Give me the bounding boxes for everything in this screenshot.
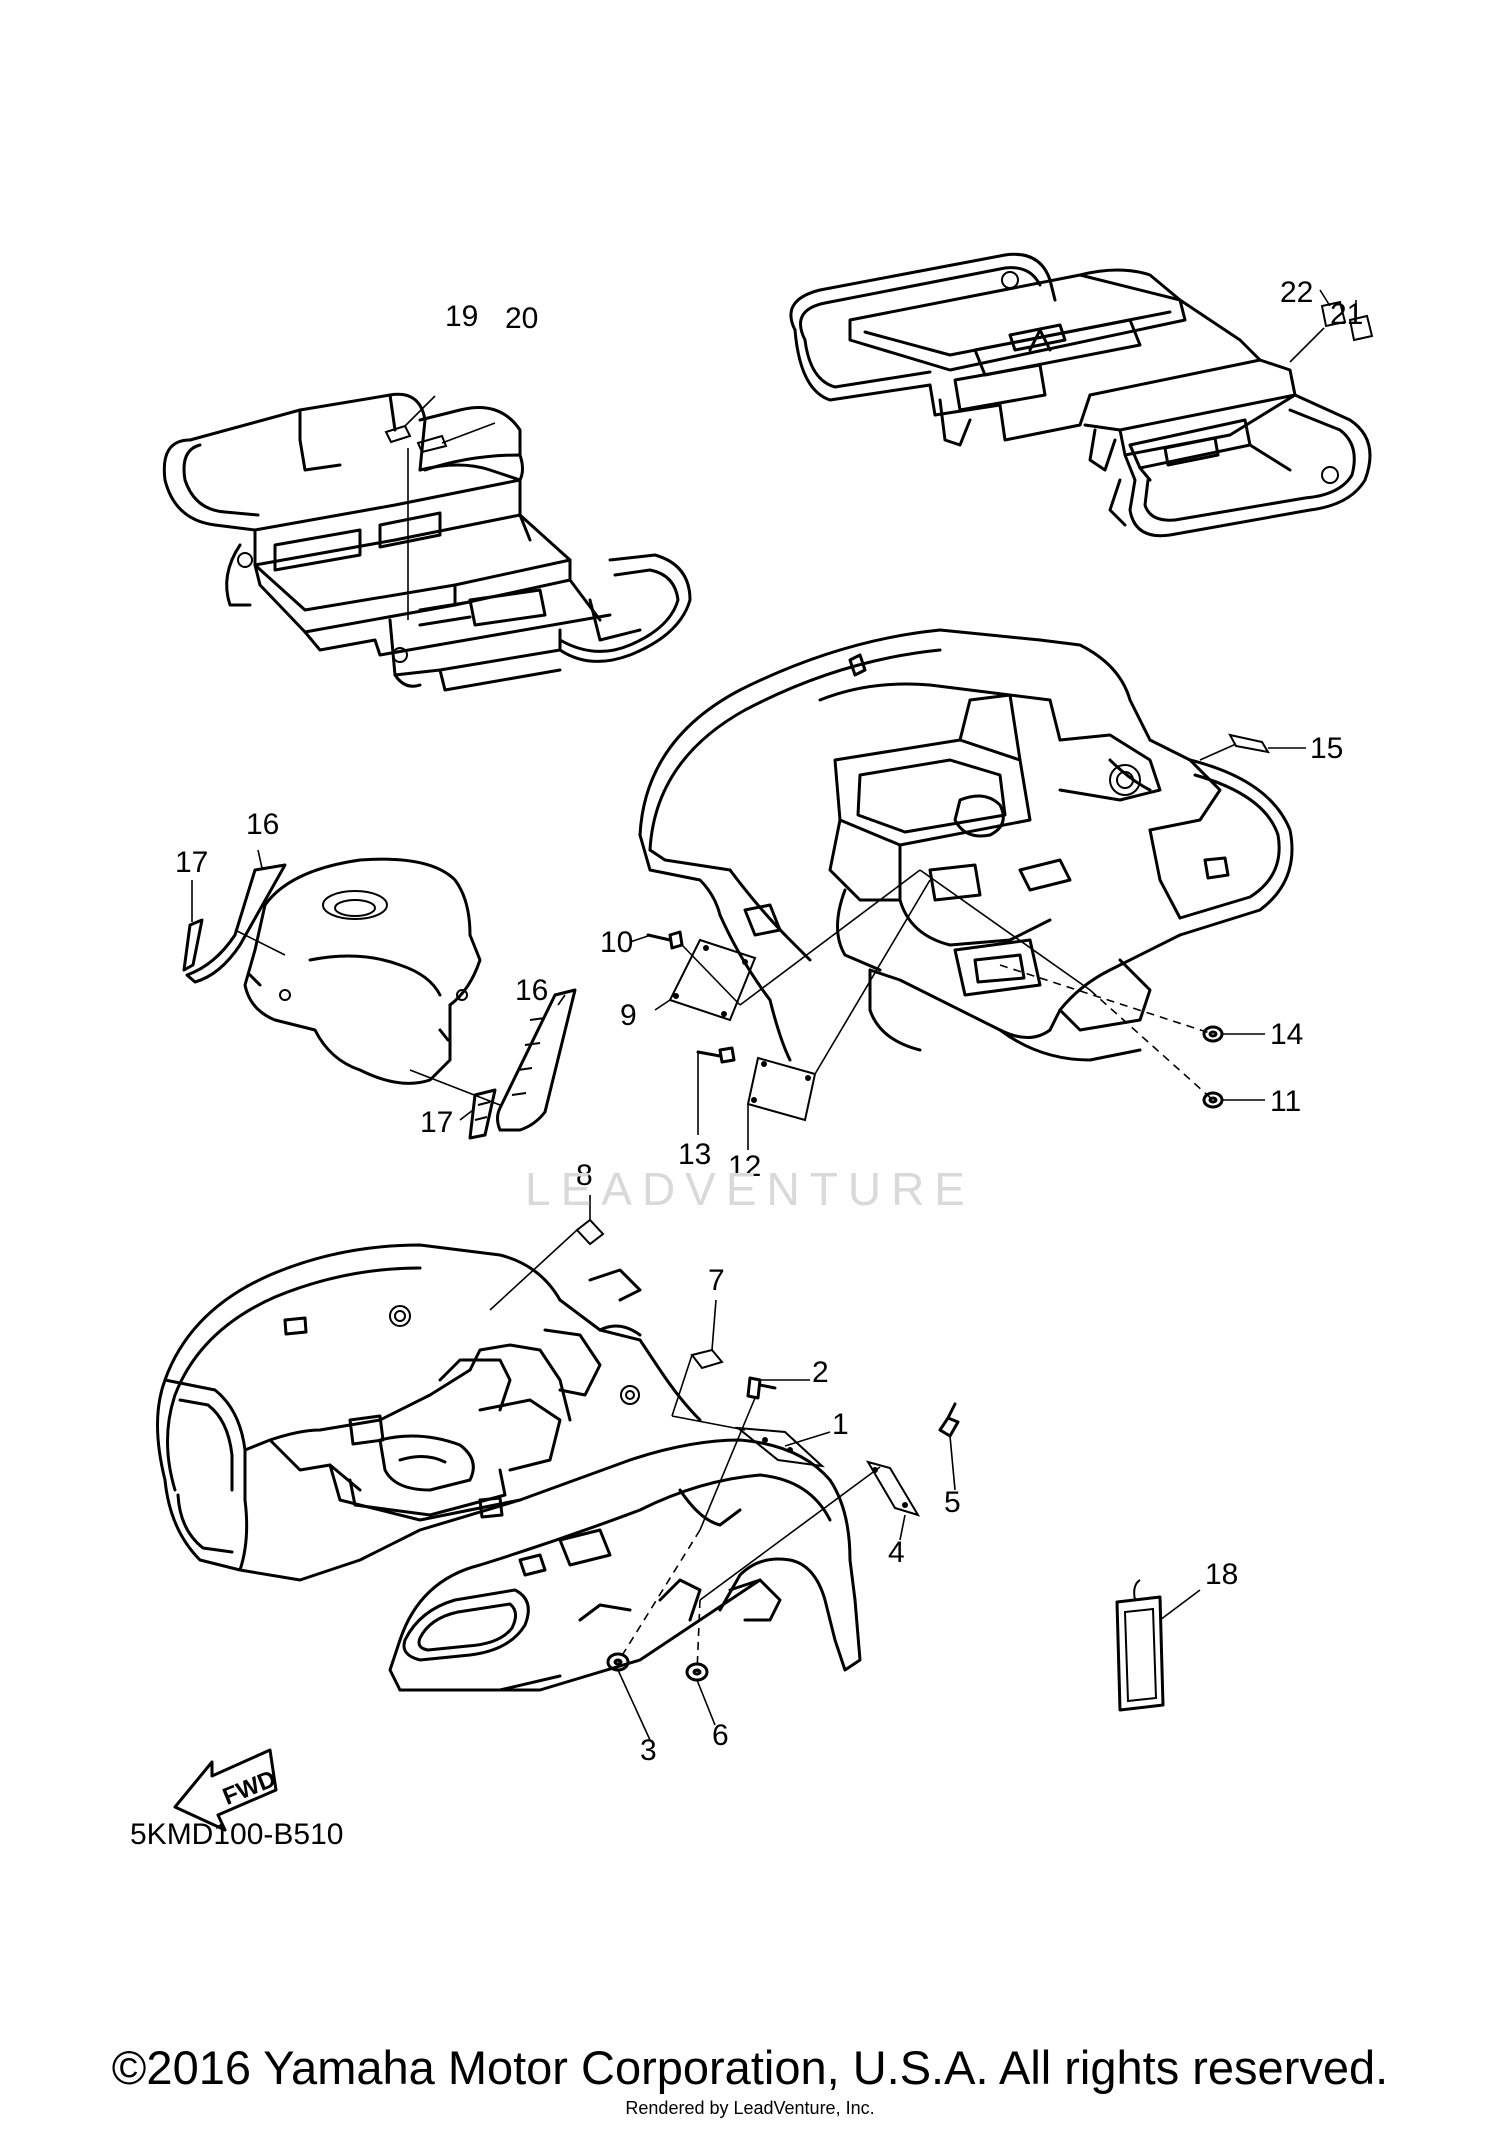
- callout-16-lower: 16: [515, 974, 548, 1007]
- callout-17-upper: 17: [175, 846, 208, 879]
- diagram-code: 5KMD100-B510: [130, 1818, 344, 1851]
- copyright-notice: ©2016 Yamaha Motor Corporation, U.S.A. A…: [111, 2041, 1389, 2094]
- callout-7: 7: [708, 1264, 725, 1297]
- callout-10: 10: [600, 926, 633, 959]
- leader-lines: [191, 289, 1357, 1741]
- callout-15: 15: [1310, 732, 1343, 765]
- fwd-label: FWD: [219, 1765, 280, 1811]
- callout-18: 18: [1205, 1558, 1238, 1591]
- callout-3: 3: [640, 1734, 657, 1767]
- callout-9: 9: [620, 999, 637, 1032]
- callout-2: 2: [812, 1356, 829, 1389]
- callout-19: 19: [445, 300, 478, 333]
- part-stickers: [182, 300, 1374, 1712]
- front-carrier: [162, 392, 692, 692]
- rear-carrier: [789, 252, 1372, 538]
- callout-21: 21: [1330, 298, 1363, 331]
- callout-8: 8: [576, 1159, 593, 1192]
- callout-12: 12: [728, 1150, 761, 1183]
- callout-16-upper: 16: [246, 808, 279, 841]
- callout-20: 20: [505, 302, 538, 335]
- front-fender: [156, 1243, 862, 1692]
- callout-22: 22: [1280, 276, 1313, 309]
- callout-5: 5: [944, 1486, 961, 1519]
- rendered-by-notice: Rendered by LeadVenture, Inc.: [625, 2098, 875, 2118]
- callout-4: 4: [888, 1536, 905, 1569]
- callout-11: 11: [1270, 1085, 1301, 1118]
- watermark: LEADVENTURE: [525, 1163, 975, 1215]
- callout-6: 6: [712, 1719, 729, 1752]
- callout-17-lower: 17: [420, 1106, 453, 1139]
- callout-1: 1: [832, 1408, 849, 1441]
- rear-fender: [638, 628, 1294, 1062]
- front-panel-cover: [243, 857, 482, 1085]
- callout-14: 14: [1270, 1018, 1303, 1051]
- callout-numbers: 1 2 3 4 5 6 7 8 9 10 11 12 13 14 15 16 1…: [175, 276, 1363, 1767]
- callout-13: 13: [678, 1138, 711, 1171]
